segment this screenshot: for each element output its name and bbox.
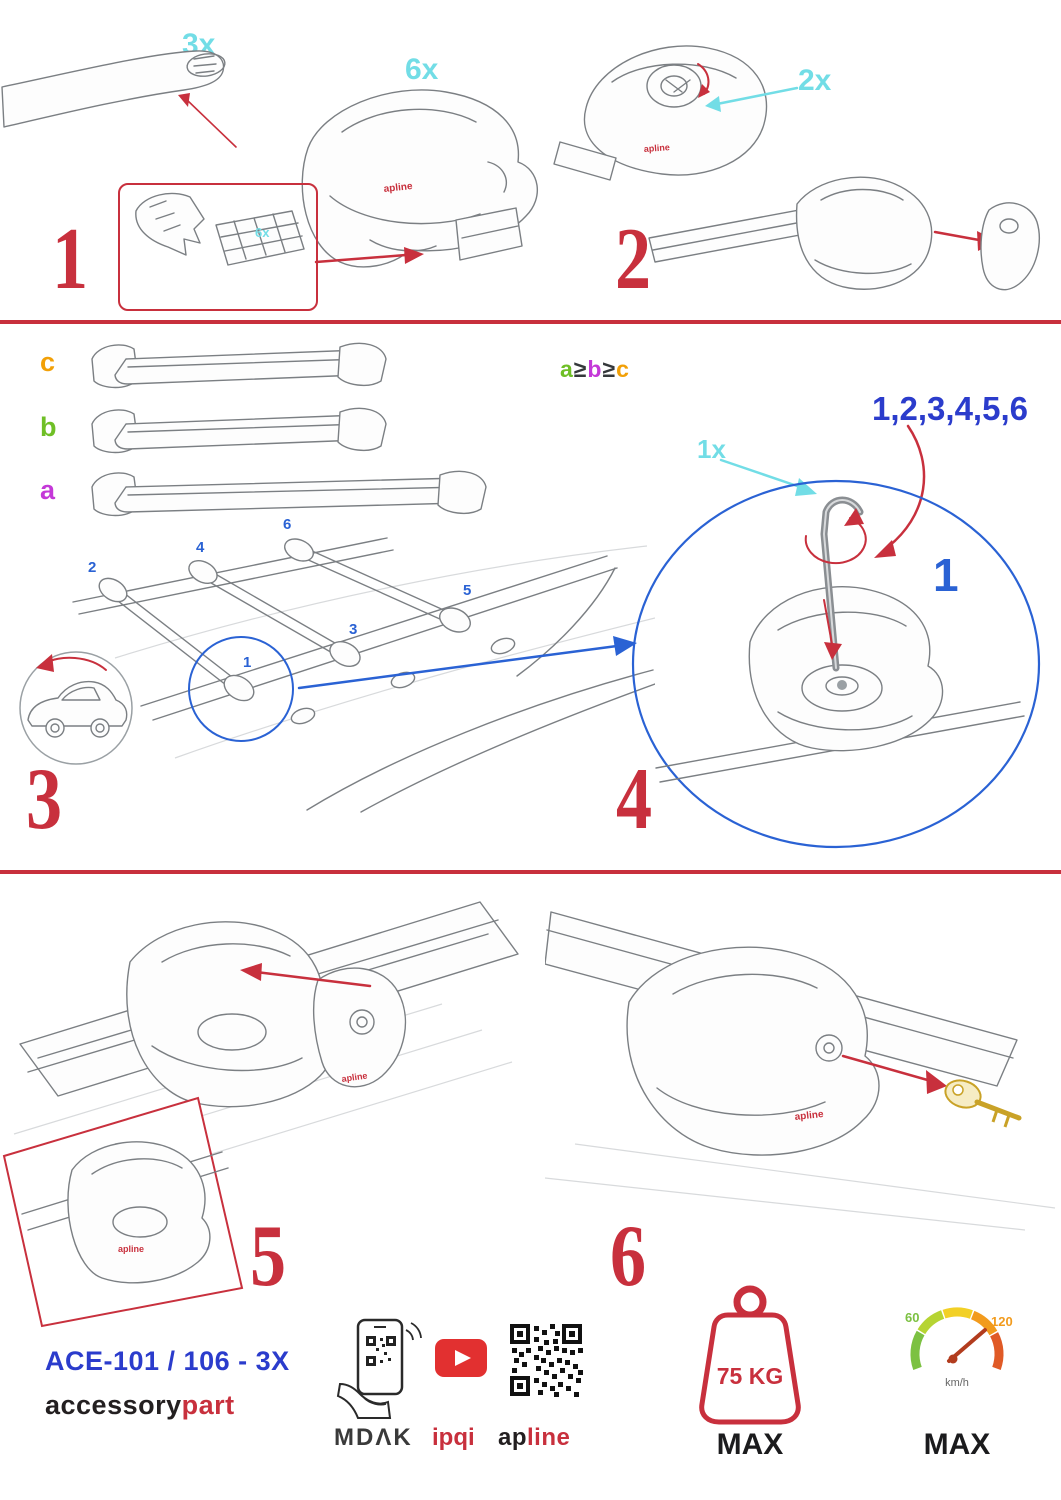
rule-b: b [587,356,603,382]
bar-b-label: b [40,412,57,442]
qr-code-icon [508,1322,584,1398]
apline-logo-mini: apline [118,1244,144,1254]
speed-high-label: 120 [991,1314,1013,1329]
key-icon [944,1079,1022,1128]
speed-unit-label: km/h [945,1377,969,1389]
brand-accessorypart: accessorypart [45,1392,235,1419]
foot-clamp-drawing: apline [301,89,539,268]
rule-ge1: ≥ [573,356,588,382]
pad-detail-inset [118,183,318,311]
brand-ap: ap [498,1424,528,1451]
tightening-detail-callout [631,479,1041,849]
section-divider [0,320,1061,324]
position-5-label: 5 [463,582,472,599]
brand-part: part [181,1390,235,1420]
rule-ge2: ≥ [602,356,617,382]
rule-a: a [560,356,574,382]
detail-pointer-arrow [297,636,637,690]
roof-overview-drawing [72,537,655,813]
brand-apline: apline [498,1426,570,1450]
weight-limit-value: 75 KG [717,1363,783,1389]
bar-c-label: c [40,347,56,377]
apline-logo-mini: apline [794,1109,824,1123]
step-5-number: 5 [250,1208,287,1305]
step-4-number: 4 [616,751,653,848]
torque-qty-arrow [705,86,799,112]
size-rule-label: a≥b≥c [560,358,630,381]
torque-dial-foot-drawing: apline [553,45,768,181]
section-divider [0,870,1061,874]
lock-key-drawing: apline [545,911,1056,1231]
step-1-number: 1 [52,211,89,308]
apline-logo-mini: apline [383,181,413,195]
step-2-number: 2 [615,211,652,308]
apline-logo-mini: apline [643,142,670,154]
crossbar-c-drawing [91,342,387,389]
step-3-number: 3 [26,751,63,848]
pad-qty-label: 6x [255,225,270,240]
first-position-label: 1 [933,549,959,601]
car-direction-inset [19,651,133,765]
model-number: ACE-101 / 106 - 3X [45,1346,290,1376]
brand-mdak: MDΛK [334,1424,413,1451]
bar-endcap-assembly-drawing [648,176,1040,291]
position-6-label: 6 [283,516,292,533]
position-3-label: 3 [349,621,358,638]
crossbar-b-drawing [91,407,387,454]
brand-accessory: accessory [45,1390,182,1420]
weight-max-label: MAX [716,1428,784,1461]
speedometer-icon: 60 120 km/h [905,1307,1013,1389]
step-6-number: 6 [610,1208,647,1305]
phone-scan-icon [336,1318,422,1419]
position-4-label: 4 [196,539,205,556]
position-1-label: 1 [243,654,252,671]
tightening-order-label: 1,2,3,4,5,6 [872,390,1028,427]
allen-key-qty-label: 1x [697,434,726,464]
rule-c: c [616,356,630,382]
torque-key-qty-label: 2x [798,64,832,97]
pad-underside-drawing [135,192,305,266]
weight-limit-icon: 75 KG [699,1285,801,1425]
foot-qty-label: 6x [405,53,439,86]
speed-low-label: 60 [905,1310,919,1325]
crossbar-a-drawing [91,470,487,517]
position-1-highlight-circle [188,636,294,742]
apline-logo-mini: apline [341,1070,368,1084]
brand-line: line [527,1424,571,1451]
brand-ipqi: ipqi [432,1424,475,1451]
allen-qty-arrow [719,458,817,496]
youtube-icon [435,1339,487,1377]
position-2-label: 2 [88,559,97,576]
mounted-foot-inset: apline [2,1096,244,1328]
clamp-mounting-drawing: apline [12,901,519,1213]
pad-pointer-arrow [314,247,424,264]
bar-a-label: a [40,475,56,505]
order-pointer-arrow [874,424,926,558]
rubber-strip-drawing [1,50,237,148]
speed-max-label: MAX [923,1428,991,1461]
